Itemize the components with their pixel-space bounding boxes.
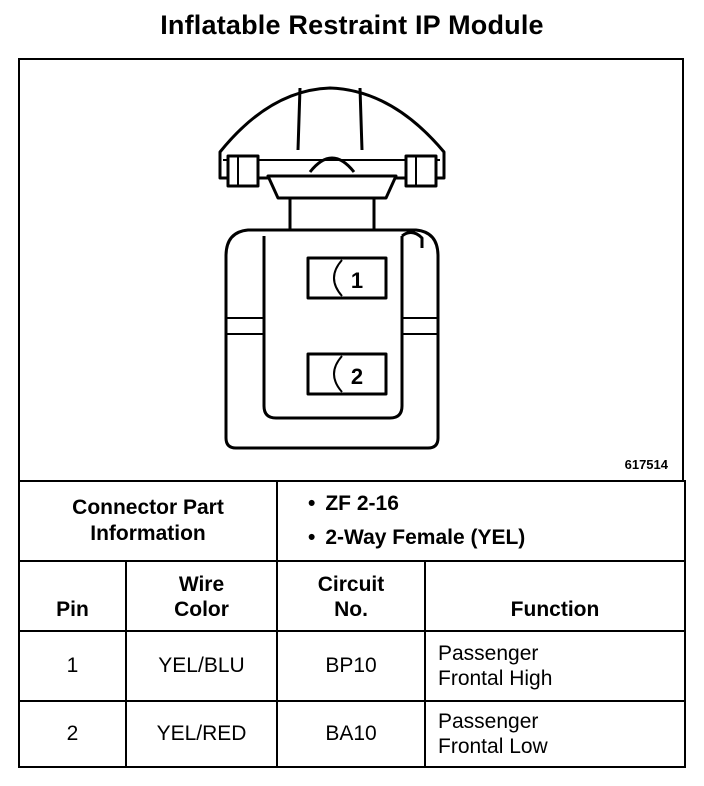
header-row: Pin Wire Color Circuit No. Function [18, 560, 686, 632]
connector-part-value: •ZF 2-16 [308, 492, 399, 515]
table-row: 2 YEL/RED BA10 Passenger Frontal Low [18, 700, 686, 768]
pin-cell: 1 [18, 630, 127, 702]
circuit-cell: BA10 [276, 700, 426, 768]
table-row: 1 YEL/BLU BP10 Passenger Frontal High [18, 630, 686, 702]
connector-drawing: 1 2 [218, 86, 446, 450]
connector-diagram: 1 2 617514 [18, 58, 684, 482]
wire-color-cell: YEL/BLU [125, 630, 278, 702]
function-cell: Passenger Frontal High [424, 630, 686, 702]
wire-color-cell: YEL/RED [125, 700, 278, 768]
connector-part-label: Connector Part Information [18, 480, 278, 562]
figure-id: 617514 [624, 457, 668, 472]
circuit-cell: BP10 [276, 630, 426, 702]
connector-part-row: Connector Part Information •ZF 2-16 •2-W… [18, 480, 686, 562]
circuit-header: Circuit No. [276, 560, 426, 632]
function-header: Function [424, 560, 686, 632]
connector-part-values: •ZF 2-16 •2-Way Female (YEL) [276, 480, 686, 562]
page-title: Inflatable Restraint IP Module [160, 10, 544, 40]
connector-part-value: •2-Way Female (YEL) [308, 526, 526, 549]
pin-header: Pin [18, 560, 127, 632]
pin-1-label: 1 [351, 268, 363, 293]
pin-2-label: 2 [351, 364, 363, 389]
function-cell: Passenger Frontal Low [424, 700, 686, 768]
connector-table: Connector Part Information •ZF 2-16 •2-W… [18, 480, 686, 768]
pin-cell: 2 [18, 700, 127, 768]
wire-color-header: Wire Color [125, 560, 278, 632]
